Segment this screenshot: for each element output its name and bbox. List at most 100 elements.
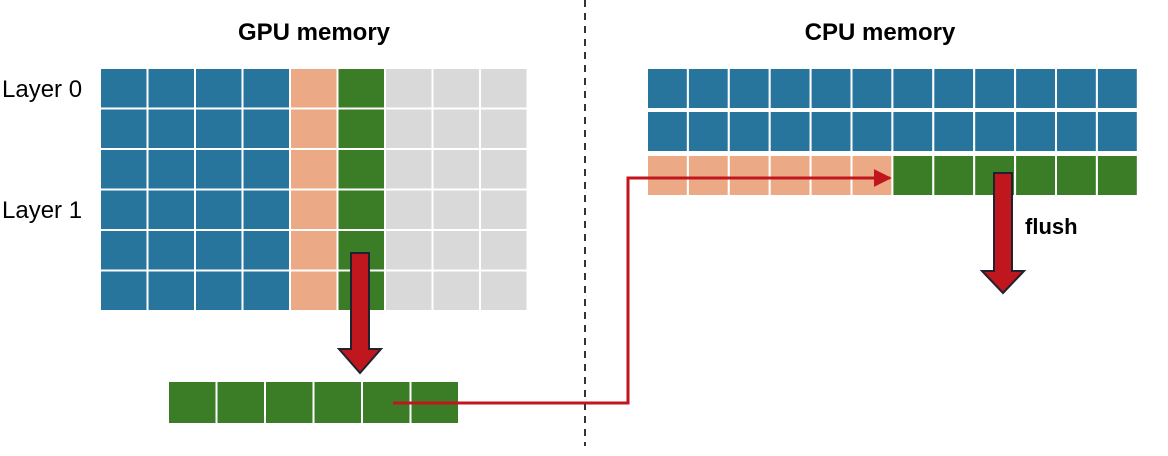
layer-0-label: Layer 0 [2, 76, 82, 103]
gpu-cell [194, 229, 244, 272]
gpu-cell [194, 107, 244, 150]
copy-down-arrow-icon [336, 252, 384, 375]
cpu-cell [686, 154, 730, 197]
gpu-cell [99, 269, 149, 312]
gpu-cell [384, 67, 434, 110]
gpu-cell [241, 148, 291, 191]
gpu-cell [99, 229, 149, 272]
cpu-cell [850, 67, 894, 110]
gpu-cell [146, 269, 196, 312]
cpu-cell [973, 110, 1017, 153]
gpu-cell [431, 148, 481, 191]
gpu-cell [336, 188, 386, 231]
cpu-cell [1055, 67, 1098, 110]
cpu-cell [727, 67, 771, 110]
cpu-cell [1014, 154, 1057, 197]
cpu-cell [973, 67, 1017, 110]
cpu-cell [1014, 110, 1057, 153]
cpu-cell [1095, 154, 1139, 197]
cpu-cell [850, 154, 894, 197]
gpu-cell [384, 148, 434, 191]
gpu-cell [289, 107, 339, 150]
gpu-cell [431, 229, 481, 272]
gpu-cell [479, 229, 529, 272]
gpu-cell [479, 107, 529, 150]
gpu-cell [384, 107, 434, 150]
cpu-cell [727, 110, 771, 153]
gpu-cell [479, 269, 529, 312]
gpu-cell [241, 188, 291, 231]
cpu-cell [809, 154, 853, 197]
staging-cell [167, 380, 218, 425]
cpu-cell [1095, 67, 1139, 110]
gpu-cell [146, 107, 196, 150]
gpu-cell [241, 107, 291, 150]
gpu-cell [384, 188, 434, 231]
cpu-cell [646, 110, 689, 153]
gpu-cell [289, 67, 339, 110]
cpu-cell [686, 110, 730, 153]
gpu-cell [194, 269, 244, 312]
gpu-cell [99, 107, 149, 150]
flush-down-arrow-icon [979, 172, 1027, 295]
flush-label: flush [1025, 214, 1078, 239]
layer-1-label: Layer 1 [2, 197, 82, 224]
cpu-cell [809, 110, 853, 153]
gpu-cell [289, 148, 339, 191]
gpu-cell [194, 148, 244, 191]
cpu-cell [891, 110, 935, 153]
cpu-cell [768, 154, 812, 197]
staging-cell [215, 380, 266, 425]
gpu-cell [336, 148, 386, 191]
cpu-cell [932, 67, 976, 110]
staging-cell [312, 380, 363, 425]
gpu-cell [99, 67, 149, 110]
gpu-cell [146, 229, 196, 272]
gpu-cell [241, 229, 291, 272]
cpu-cell [932, 110, 976, 153]
gpu-cell [479, 188, 529, 231]
gpu-memory-grid [99, 67, 529, 312]
gpu-cell [241, 269, 291, 312]
cpu-cell [809, 67, 853, 110]
gpu-cell [289, 269, 339, 312]
gpu-cell [99, 148, 149, 191]
cpu-memory-title: CPU memory [805, 19, 956, 46]
gpu-cell [384, 269, 434, 312]
gpu-memory-title: GPU memory [238, 19, 391, 46]
cpu-memory-grid [646, 67, 1139, 197]
gpu-cell [194, 188, 244, 231]
cpu-cell [768, 110, 812, 153]
gpu-cell [431, 107, 481, 150]
gpu-cell [431, 67, 481, 110]
cpu-cell [932, 154, 976, 197]
cpu-cell [850, 110, 894, 153]
cpu-cell [646, 67, 689, 110]
cpu-cell [646, 154, 689, 197]
gpu-cell [146, 67, 196, 110]
gpu-cell [146, 188, 196, 231]
gpu-cell [241, 67, 291, 110]
gpu-cell [431, 188, 481, 231]
gpu-cell [479, 67, 529, 110]
cpu-cell [891, 154, 935, 197]
staging-cell [264, 380, 315, 425]
gpu-cell [431, 269, 481, 312]
staging-buffer [167, 380, 460, 425]
gpu-cell [336, 67, 386, 110]
transfer-path-line [393, 169, 892, 405]
cpu-cell [727, 154, 771, 197]
gpu-cell [194, 67, 244, 110]
gpu-cell [479, 148, 529, 191]
cpu-cell [686, 67, 730, 110]
cpu-cell [1095, 110, 1139, 153]
gpu-cell [336, 107, 386, 150]
cpu-cell [1014, 67, 1057, 110]
cpu-cell [891, 67, 935, 110]
cpu-cell [1055, 110, 1098, 153]
gpu-cell [289, 188, 339, 231]
gpu-cell [289, 229, 339, 272]
cpu-cell [768, 67, 812, 110]
gpu-cell [99, 188, 149, 231]
